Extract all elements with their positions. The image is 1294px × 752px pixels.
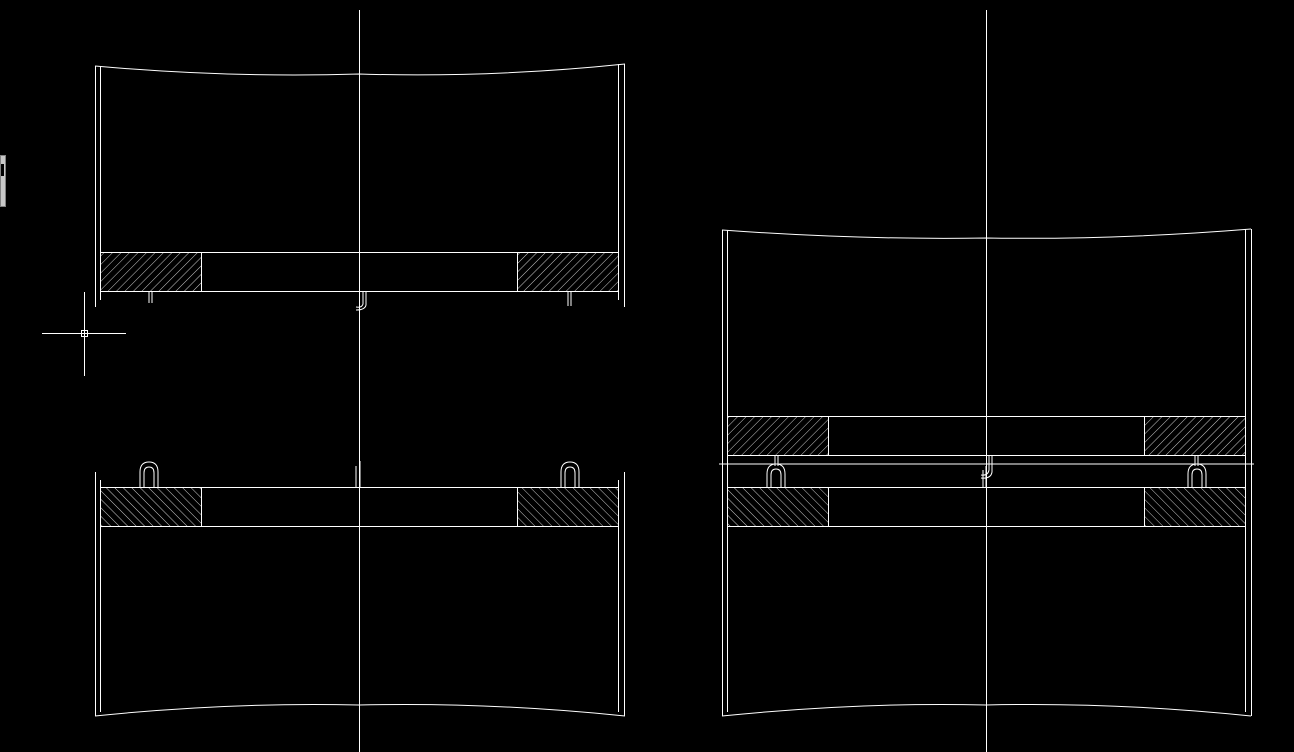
right-lower-hatch-left bbox=[727, 487, 829, 527]
lower-left-curved-edge bbox=[94, 703, 626, 717]
upper-left-stub-left bbox=[148, 292, 153, 303]
palette-tab-marker bbox=[1, 164, 4, 176]
upper-left-hatch-right bbox=[517, 252, 619, 292]
view-upper-left[interactable] bbox=[94, 63, 626, 311]
right-upper-hatch-right bbox=[1144, 416, 1246, 456]
lower-left-lifting-loop-left bbox=[139, 461, 159, 487]
right-curved-bottom-edge bbox=[721, 703, 1252, 717]
right-curved-top-edge bbox=[721, 228, 1252, 239]
right-lifting-loop-right bbox=[1187, 463, 1207, 487]
lower-left-stub-center bbox=[355, 461, 361, 487]
right-lower-hatch-right bbox=[1144, 487, 1246, 527]
right-stub-left bbox=[774, 456, 779, 466]
upper-left-hook bbox=[355, 292, 367, 311]
lower-left-lifting-loop-right bbox=[560, 461, 580, 487]
crosshair-cursor bbox=[42, 292, 126, 376]
right-upper-hatch-left bbox=[727, 416, 829, 456]
upper-left-hatch-left bbox=[100, 252, 202, 292]
right-stub-right bbox=[1194, 456, 1199, 466]
view-right-assembled[interactable] bbox=[719, 228, 1254, 717]
lower-left-hatch-right bbox=[517, 487, 619, 527]
upper-left-stub-right bbox=[567, 292, 572, 306]
palette-side-tab[interactable] bbox=[0, 155, 6, 207]
right-center-hook bbox=[980, 456, 993, 487]
view-lower-left[interactable] bbox=[94, 461, 626, 717]
right-lifting-loop-left bbox=[766, 463, 786, 487]
lower-left-hatch-left bbox=[100, 487, 202, 527]
upper-left-curved-edge bbox=[94, 63, 626, 76]
